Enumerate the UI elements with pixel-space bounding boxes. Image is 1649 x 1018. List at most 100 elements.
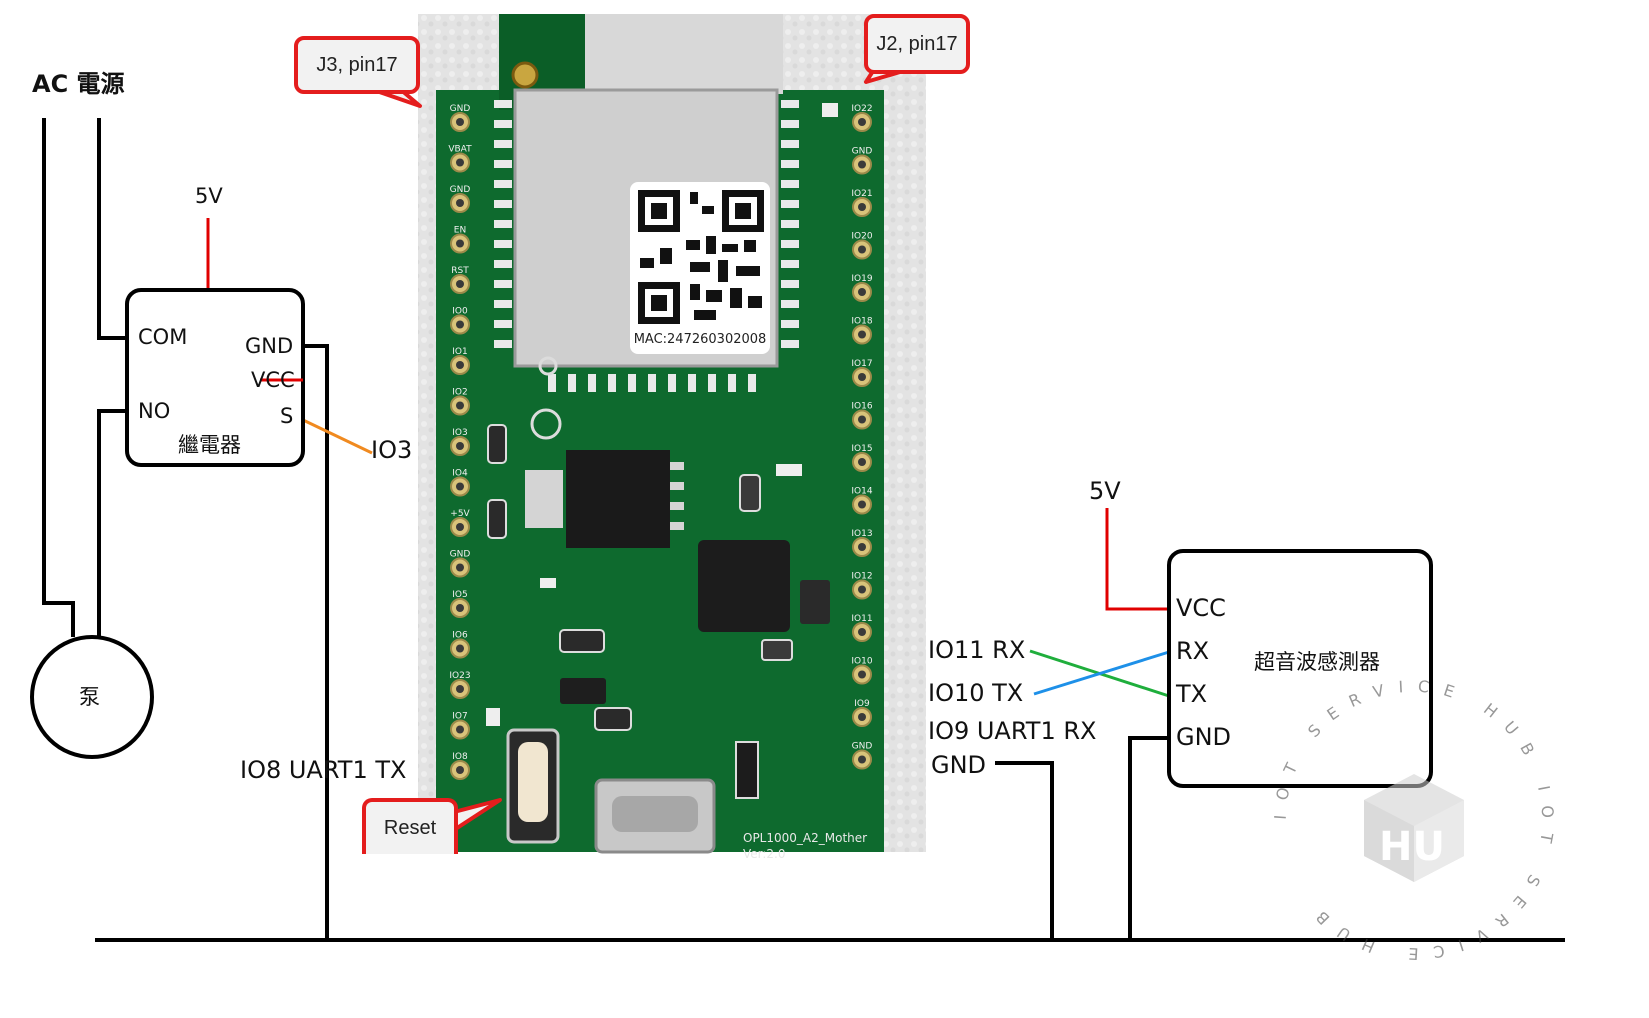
header-pin-label: IO0 [452, 307, 468, 317]
module-pads [494, 100, 799, 392]
header-pin-label: IO16 [851, 402, 872, 412]
header-pin-hole [456, 644, 464, 653]
header-pin-hole [858, 670, 866, 679]
header-pin-label: IO22 [851, 104, 872, 114]
watermark-logo-text: HU [1379, 824, 1445, 870]
header-pin-label: GND [450, 550, 471, 560]
header-pin-hole [456, 482, 464, 491]
wires [42, 118, 1565, 942]
header-pin-hole [858, 203, 866, 211]
board-gnd-label: GND [931, 751, 987, 779]
header-pin-label: IO8 [452, 752, 468, 762]
board-model-label: OPL1000_A2_Mother [743, 831, 867, 845]
header-pin-hole [858, 755, 866, 764]
header-pin-hole [456, 199, 464, 207]
callout-j3: J3, pin17 [294, 36, 420, 94]
header-pin-label: IO4 [452, 469, 468, 479]
header-pin-hole [858, 543, 866, 551]
right-pin-header: IO22GNDIO21IO20IO19IO18IO17IO16IO15IO14I… [851, 104, 873, 770]
left-pin-header: GNDVBATGNDENRSTIO0IO1IO2IO3IO4+5VGNDIO5I… [448, 104, 472, 780]
header-pin-hole [456, 604, 464, 612]
module-shield-top [585, 14, 783, 94]
header-pin-hole [858, 245, 866, 254]
header-pin-label: IO10 [851, 657, 872, 667]
reset-button-cap [518, 742, 548, 822]
qr-code-icon [638, 190, 764, 324]
header-pin-hole [858, 713, 866, 721]
header-pin-label: EN [454, 226, 466, 236]
io10-label: IO10 TX [928, 679, 1024, 707]
ac-power-label: AC 電源 [32, 70, 125, 98]
sensor-gnd-wire [1128, 736, 1169, 940]
header-pin-hole [858, 118, 866, 126]
regulator-legs [670, 462, 684, 530]
regulator-tab [525, 470, 563, 528]
header-pin-label: IO2 [452, 388, 467, 398]
header-pin-hole [456, 563, 464, 572]
header-pin-label: IO3 [452, 428, 467, 438]
header-pin-label: IO15 [851, 444, 872, 454]
header-pin-label: IO5 [452, 590, 467, 600]
io8-label: IO8 UART1 TX [240, 756, 407, 784]
pump-label: 泵 [79, 685, 100, 709]
header-pin-label: IO9 [854, 699, 870, 709]
header-pin-label: IO7 [452, 712, 467, 722]
sensor-5v-label: 5V [1089, 477, 1121, 505]
header-pin-label: IO12 [851, 572, 872, 582]
header-pin-hole [456, 766, 464, 774]
ac-wire-no [97, 409, 127, 637]
usb-port-opening [612, 796, 698, 832]
header-pin-label: IO21 [851, 189, 872, 199]
relay-box [125, 288, 305, 467]
header-pin-label: GND [852, 147, 873, 157]
mac-label: MAC:247260302008 [634, 332, 767, 347]
header-pin-hole [858, 585, 866, 594]
relay-com-label: COM [138, 325, 188, 349]
sensor-gnd-label: GND [1176, 723, 1232, 751]
header-pin-hole [456, 320, 464, 329]
header-pin-hole [456, 280, 464, 288]
header-pin-hole [858, 415, 866, 424]
header-pin-hole [858, 373, 866, 381]
sensor-vcc-wire [1105, 508, 1169, 611]
header-pin-hole [456, 239, 464, 248]
header-pin-label: IO17 [851, 359, 872, 369]
callout-j2: J2, pin17 [864, 14, 970, 74]
sensor-tx-label: TX [1176, 680, 1208, 708]
relay-s-label: S [280, 404, 294, 428]
header-pin-hole [456, 685, 464, 693]
header-pin-hole [456, 118, 464, 126]
header-pin-label: IO20 [851, 232, 872, 242]
regulator [566, 450, 670, 548]
header-pin-hole [858, 288, 866, 296]
header-pin-hole [456, 725, 464, 734]
relay-vcc-label: VCC [251, 368, 295, 392]
header-pin-hole [858, 500, 866, 509]
board-version-label: Ver:2.0 [743, 847, 786, 861]
tx-rx-cross-wire [1033, 650, 1170, 696]
ac-wire-left [42, 118, 75, 637]
header-pin-hole [858, 628, 866, 636]
header-pin-label: +5V [450, 509, 470, 519]
header-pin-label: IO6 [452, 631, 468, 641]
sensor-rx-label: RX [1176, 637, 1210, 665]
sensor-title: 超音波感測器 [1254, 650, 1380, 674]
header-pin-label: IO14 [851, 487, 872, 497]
passive-components [486, 103, 838, 731]
header-pin-label: IO11 [851, 614, 872, 624]
header-pin-hole [456, 442, 464, 450]
usb-bridge-chip [698, 540, 790, 632]
header-pin-hole [456, 158, 464, 167]
header-pin-label: IO1 [452, 347, 467, 357]
header-pin-label: GND [852, 742, 873, 752]
ac-wire-com [97, 118, 127, 340]
antenna-connector-icon [511, 61, 539, 89]
header-pin-hole [456, 523, 464, 531]
relay-signal-wire [300, 417, 373, 455]
header-pin-hole [456, 361, 464, 369]
relay-5v-label: 5V [195, 184, 223, 208]
board-gnd-wire [995, 761, 1054, 940]
io9-label: IO9 UART1 RX [928, 717, 1097, 745]
